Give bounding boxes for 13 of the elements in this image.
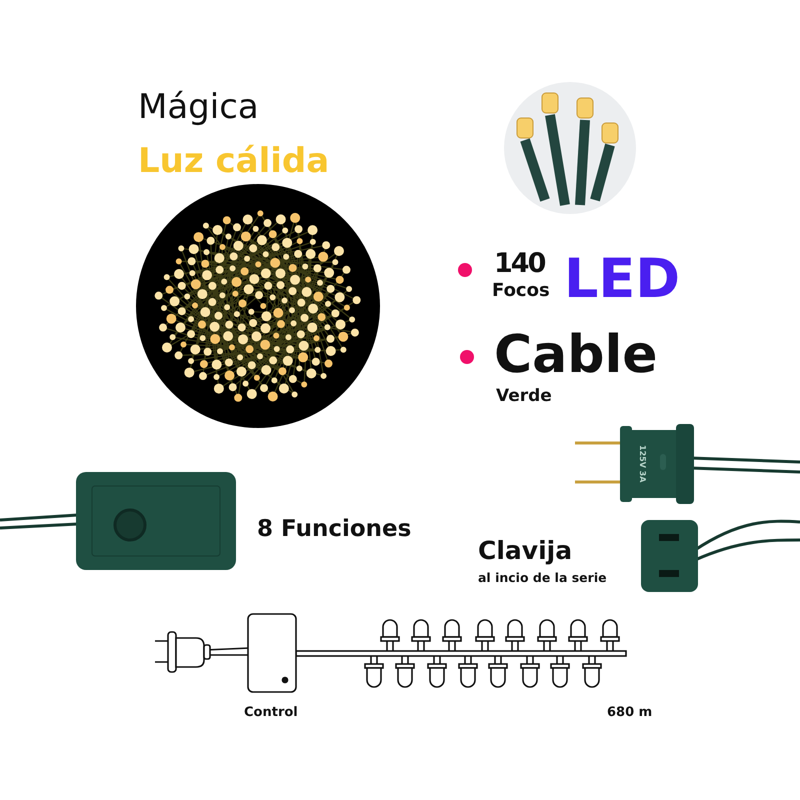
subtitle-text: Luz cálida bbox=[138, 144, 330, 178]
length-label: 680 m bbox=[607, 706, 652, 720]
led-count-text: 140 bbox=[494, 250, 544, 277]
functions-text: 8 Funciones bbox=[257, 518, 412, 542]
led-count-caption: Focos bbox=[492, 282, 550, 300]
plug-rating-text: 125V 3A bbox=[638, 445, 646, 482]
title-text: Mágica bbox=[138, 90, 259, 124]
led-heading: LED bbox=[564, 252, 680, 306]
cable-caption: Verde bbox=[496, 388, 552, 406]
control-label: Control bbox=[244, 706, 298, 720]
cable-heading: Cable bbox=[494, 329, 658, 382]
plug-heading: Clavija bbox=[478, 538, 572, 562]
plug-caption: al incio de la serie bbox=[478, 572, 607, 584]
